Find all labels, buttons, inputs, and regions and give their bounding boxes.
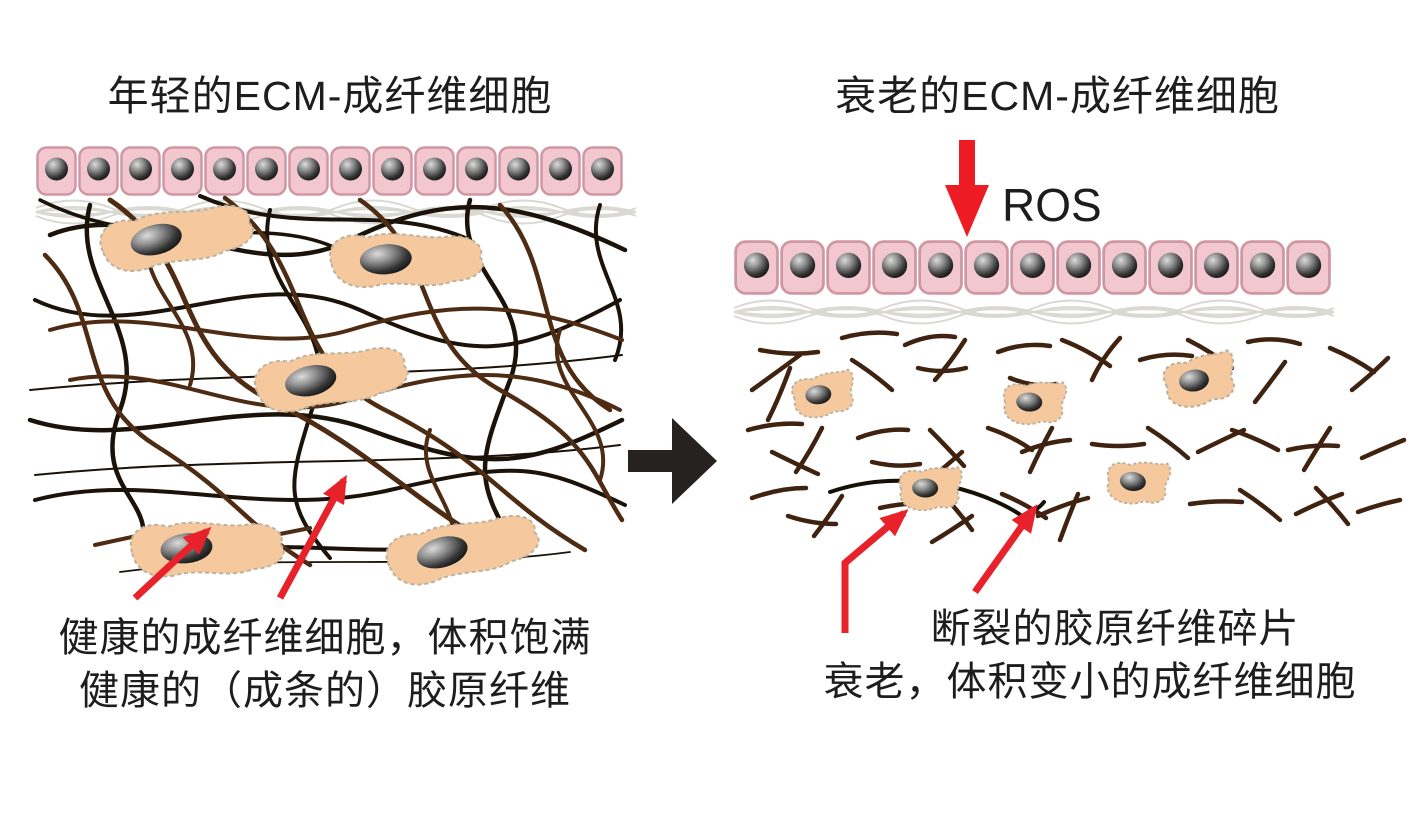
fibroblast-cell bbox=[127, 514, 287, 586]
transition-arrow-icon bbox=[628, 418, 717, 504]
aged-collagen-fragments bbox=[745, 330, 1407, 545]
young-panel-title: 年轻的ECM-成纤维细胞 bbox=[107, 73, 553, 119]
pointer-arrow-collagen-icon bbox=[276, 474, 348, 600]
ros-label: ROS bbox=[1002, 179, 1102, 231]
aged-pointer-arrows bbox=[841, 504, 1038, 633]
fibroblast-cell-small bbox=[897, 464, 963, 513]
aged-fibroblasts bbox=[789, 348, 1240, 513]
young-pointer-arrows bbox=[132, 474, 348, 601]
fibroblast-cell-small bbox=[1160, 348, 1240, 412]
aged-basement-membrane bbox=[732, 299, 1336, 325]
ros-arrow-icon bbox=[945, 140, 989, 237]
fibroblast-cell-small bbox=[789, 368, 858, 421]
fibroblast-cell-small bbox=[1001, 377, 1068, 428]
pointer-arrow-fibroblast-icon bbox=[132, 526, 212, 601]
aged-caption-line2: 衰老，体积变小的成纤维细胞 bbox=[823, 660, 1357, 704]
fibroblast-cell bbox=[326, 224, 487, 299]
young-epithelial-layer bbox=[36, 146, 623, 196]
young-caption-line2: 健康的（成条的）胶原纤维 bbox=[79, 669, 571, 713]
aged-panel-title: 衰老的ECM-成纤维细胞 bbox=[835, 73, 1280, 119]
aged-epithelial-layer bbox=[734, 240, 1331, 295]
young-caption-line1: 健康的成纤维细胞，体积饱满 bbox=[58, 616, 592, 660]
fibroblast-cell-small bbox=[1103, 455, 1173, 509]
pointer-arrow-fragment-icon bbox=[972, 504, 1038, 595]
young-panel-caption: 健康的成纤维细胞，体积饱满 健康的（成条的）胶原纤维 bbox=[10, 612, 640, 718]
aged-caption-line1: 断裂的胶原纤维碎片 bbox=[930, 607, 1300, 651]
pointer-arrow-aged-fibroblast-icon bbox=[841, 509, 909, 633]
fibroblast-cell bbox=[382, 512, 544, 589]
